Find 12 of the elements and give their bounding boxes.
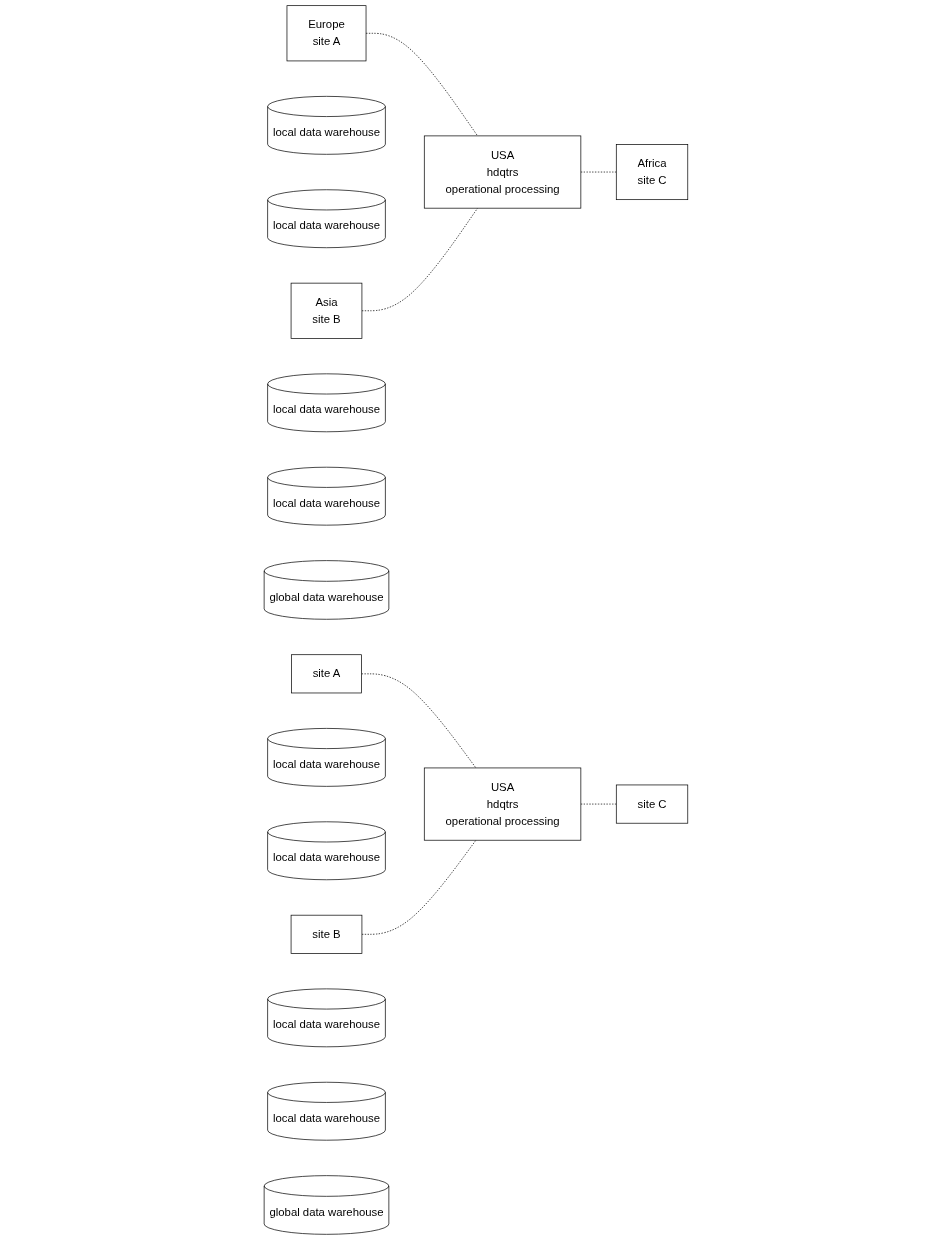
connector [361, 207, 478, 312]
node-box: Europe site A [286, 5, 366, 62]
node-box: site A [290, 654, 362, 694]
node-box: Asia site B [290, 282, 362, 339]
node-box: site B [290, 914, 362, 954]
node-box: USA hdqtrs operational processing [423, 767, 581, 841]
connector [361, 839, 476, 935]
connector [365, 32, 478, 137]
node-box: site C [615, 784, 688, 824]
node-box: USA hdqtrs operational processing [423, 135, 581, 209]
node-box: Africa site C [615, 144, 688, 200]
connector [580, 803, 617, 805]
